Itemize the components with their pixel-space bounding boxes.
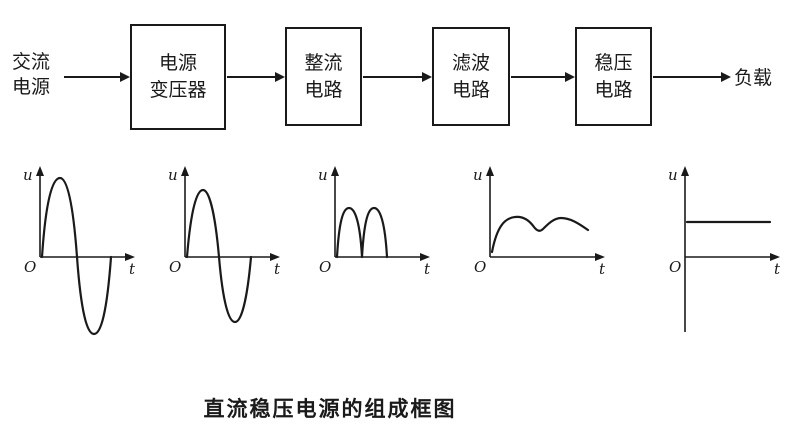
u-axis-label: u [318,166,328,184]
x-axis-arrowhead [770,253,780,261]
rectified-humps-curve [335,206,389,259]
block-regulator-label-line1: 稳压 [594,52,633,74]
block-rectifier: 整流 电路 [285,27,362,126]
block-filter: 滤波 电路 [432,27,510,126]
block-regulator-label-line2: 电路 [594,79,633,101]
sine-wave-curve [185,188,253,324]
flow-arrow-2 [227,76,275,78]
x-axis-arrowhead [420,253,430,261]
flow-arrow-4 [511,76,565,78]
y-axis-arrowhead [681,166,689,176]
u-axis-label: u [668,166,678,184]
waveform-graph-ac-input: u t O [23,166,136,336]
ac-source-label-line2: 电源 [12,77,51,98]
block-transformer-label-line2: 变压器 [149,80,207,101]
t-axis-label: t [129,260,136,278]
load-label: 负载 [734,68,773,89]
sine-wave-curve [40,176,113,336]
u-axis-label: u [23,166,33,184]
t-axis-label: t [424,260,431,278]
flow-arrow-5 [653,76,721,78]
origin-label: O [319,258,331,276]
t-axis-label: t [599,260,606,278]
origin-label: O [24,258,36,276]
block-rectifier-label-line1: 整流 [304,52,343,74]
u-axis-label: u [473,166,483,184]
waveform-graph-filtered: u t O [473,166,606,278]
y-axis-arrowhead [486,166,494,176]
origin-label: O [474,258,486,276]
ac-source-label-line1: 交流 [12,52,51,73]
y-axis-arrowhead [331,166,339,176]
ripple-curve [490,215,590,254]
block-regulator: 稳压 电路 [575,27,652,126]
x-axis-arrowhead [595,253,605,261]
block-transformer-label-line1: 电源 [158,53,197,74]
block-transformer: 电源 变压器 [130,24,226,130]
y-axis-arrowhead [36,166,44,176]
flow-arrow-1 [64,76,120,78]
diagram-caption: 直流稳压电源的组成框图 [203,398,457,421]
waveform-graph-rectified: u t O [318,166,431,278]
origin-label: O [169,258,181,276]
u-axis-label: u [168,166,178,184]
ac-source-label: 交流 电源 [12,50,50,100]
block-filter-label-line2: 电路 [451,79,490,101]
flow-arrow-3 [363,76,422,78]
block-filter-label-line1: 滤波 [451,52,490,74]
t-axis-label: t [774,260,781,278]
block-rectifier-label-line2: 电路 [304,79,343,101]
x-axis-arrowhead [270,253,280,261]
origin-label: O [669,258,681,276]
waveform-graph-regulated: u t O [668,166,781,332]
t-axis-label: t [274,260,281,278]
x-axis-arrowhead [125,253,135,261]
waveform-graph-transformer-output: u t O [168,166,281,324]
y-axis-arrowhead [181,166,189,176]
